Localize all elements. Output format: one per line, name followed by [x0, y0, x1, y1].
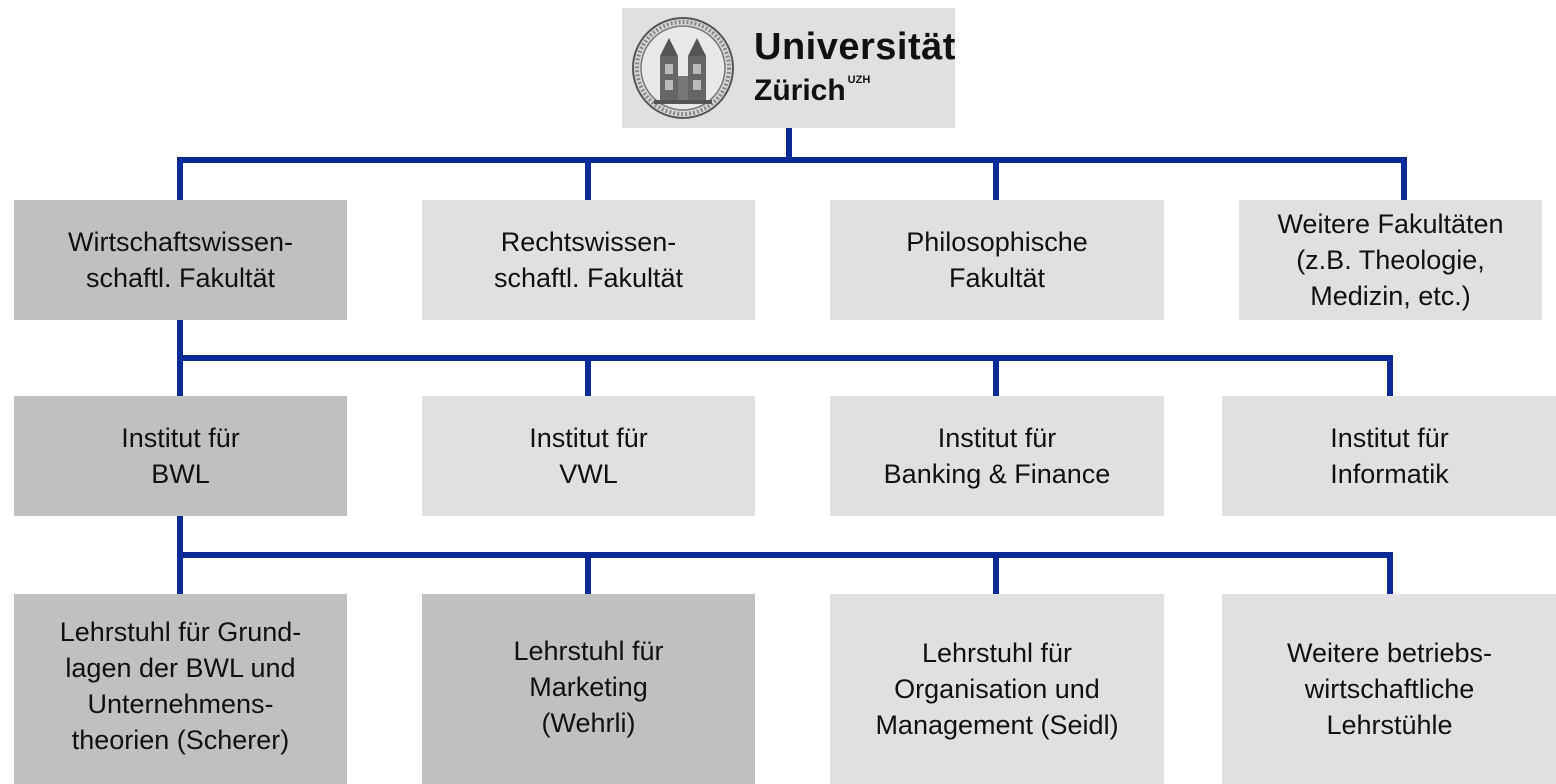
chair-box-marketing: Lehrstuhl für Marketing (Wehrli) — [422, 594, 755, 784]
faculty-label: Weitere Fakultäten (z.B. Theologie, Medi… — [1277, 209, 1504, 311]
faculty-box-philosophie: Philosophische Fakultät — [830, 200, 1164, 320]
institute-label: Institut für BWL — [121, 423, 240, 489]
chair-label: Lehrstuhl für Marketing (Wehrli) — [513, 636, 664, 738]
logo-city: Zürich — [754, 74, 846, 107]
chair-box-grundlagen: Lehrstuhl für Grund- lagen der BWL und U… — [14, 594, 347, 784]
institute-label: Institut für VWL — [529, 423, 648, 489]
chair-label: Lehrstuhl für Organisation und Managemen… — [875, 638, 1119, 740]
faculty-box-weitere: Weitere Fakultäten (z.B. Theologie, Medi… — [1239, 200, 1542, 320]
faculty-label: Wirtschaftswissen- schaftl. Fakultät — [67, 227, 294, 293]
faculty-box-wirtschaft: Wirtschaftswissen- schaftl. Fakultät — [14, 200, 347, 320]
logo-title: Universität — [754, 26, 956, 68]
chair-box-weitere: Weitere betriebs- wirtschaftliche Lehrst… — [1222, 594, 1556, 784]
chair-label: Lehrstuhl für Grund- lagen der BWL und U… — [59, 617, 302, 755]
chair-label: Weitere betriebs- wirtschaftliche Lehrst… — [1286, 638, 1493, 740]
institute-box-informatik: Institut für Informatik — [1222, 396, 1556, 516]
faculty-box-recht: Rechtswissen- schaftl. Fakultät — [422, 200, 755, 320]
faculty-label: Philosophische Fakultät — [906, 227, 1088, 293]
institute-label: Institut für Informatik — [1330, 423, 1449, 489]
institute-box-vwl: Institut für VWL — [422, 396, 755, 516]
faculty-label: Rechtswissen- schaftl. Fakultät — [493, 227, 684, 293]
institute-box-banking: Institut für Banking & Finance — [830, 396, 1164, 516]
chair-box-organisation: Lehrstuhl für Organisation und Managemen… — [830, 594, 1164, 784]
logo-abbreviation: UZH — [847, 74, 871, 86]
university-seal-icon — [632, 17, 734, 119]
institute-label: Institut für Banking & Finance — [883, 423, 1111, 489]
institute-box-bwl: Institut für BWL — [14, 396, 347, 516]
